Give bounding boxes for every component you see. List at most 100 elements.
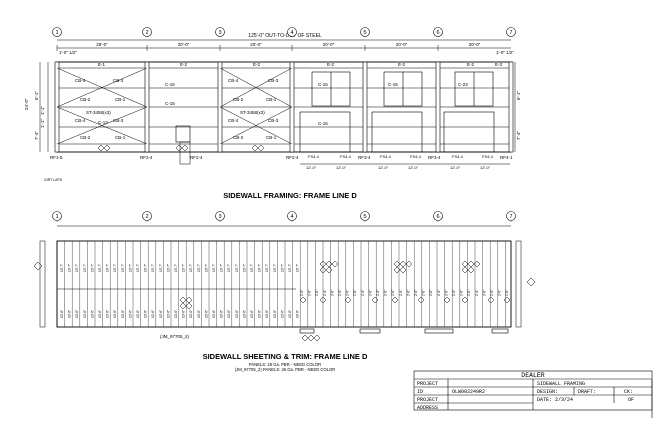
girt-label: C-15	[318, 82, 328, 87]
column-label: RF4-1	[500, 155, 513, 160]
door-frame-label: FS4-4	[308, 154, 320, 159]
panel-length: 13'-7"	[197, 264, 201, 272]
panel-length: 2'-6"	[308, 290, 312, 296]
sheeting-callout: (JM_97705_2)	[160, 334, 190, 339]
grid-label: 2	[145, 214, 148, 220]
panel-length: 10'-6"	[288, 310, 292, 318]
panel-length: 10'-6"	[128, 310, 132, 318]
panel-length: 13'-7"	[182, 264, 186, 272]
panel-length: 10'-6"	[220, 310, 224, 318]
address-label: ADDRESS	[417, 405, 438, 411]
grid-label: 2	[145, 30, 148, 36]
column-label: RF2-4	[140, 155, 153, 160]
panel-length: 10'-6"	[75, 310, 79, 318]
height-dimension: 6'-1"	[516, 91, 521, 100]
grid-label: 5	[363, 214, 366, 220]
panel-length: 2'-6"	[490, 290, 494, 296]
brace-label: CB-4	[75, 118, 86, 123]
sheeting-elevation: 13'-7" 10'-6" 13'-7" 10'-6" 13'-7" 10'-6" 13'-…	[33, 225, 536, 372]
grid-label: 6	[436, 214, 439, 220]
trim-marker	[331, 260, 339, 268]
opening-dim: 12'-0"	[408, 165, 419, 170]
panel-length: 10'-6"	[258, 310, 262, 318]
trim-marker	[461, 296, 469, 304]
panel-length: 10'-6"	[204, 310, 208, 318]
trim-marker	[371, 296, 379, 304]
girt-label: E-2	[253, 62, 261, 67]
column-label: RF2-4	[286, 155, 299, 160]
brace-label: CB-2	[80, 97, 91, 102]
trim-marker	[344, 296, 352, 304]
panel-length: 13'-7"	[159, 264, 163, 272]
id-label: ID	[417, 389, 423, 395]
dealer-label: DEALER	[521, 372, 545, 379]
girt-label: C-15	[318, 121, 328, 126]
sheeting-title: SIDEWALL SHEETING & TRIM: FRAME LINE D	[203, 352, 368, 361]
left-dimension: 1'-1"	[40, 119, 45, 128]
grid-bubble	[433, 27, 443, 37]
trim-marker	[405, 260, 413, 268]
panel-length: 13'-7"	[220, 264, 224, 272]
bay-dimension: 25'-0"	[96, 42, 108, 47]
strut-label: ST-3458(x3)	[86, 110, 111, 115]
grid-label: 3	[218, 214, 221, 220]
trim-marker	[473, 260, 481, 268]
door-frame-label: FS4-4	[410, 154, 422, 159]
trim-marker	[325, 266, 333, 274]
panel-length: 10'-6"	[265, 310, 269, 318]
grid-bubble	[506, 27, 516, 37]
grid-bubble	[287, 27, 297, 37]
panel-length: 13'-7"	[121, 264, 125, 272]
grid-bubble	[52, 27, 62, 37]
panel-length: 13'-7"	[212, 264, 216, 272]
girt-label: E-2	[180, 62, 188, 67]
panel-length: 10'-6"	[242, 310, 246, 318]
bay-dimension: 20'-0"	[178, 42, 190, 47]
ck-label: CK:	[624, 389, 633, 395]
brace-label: CB-2	[233, 135, 244, 140]
opening-dim: 12'-0"	[336, 165, 347, 170]
panel-length: 2'-6"	[444, 290, 448, 296]
panel-length: 13'-7"	[189, 264, 193, 272]
panel-length: 10'-6"	[144, 310, 148, 318]
girt-label: C-13	[98, 120, 108, 125]
panel-length: 10'-6"	[159, 310, 163, 318]
panel-length: 13'-7"	[151, 264, 155, 272]
sheeting-note-2: (JM_97705_2) PANELS: 26 Ga. PBR - NEED C…	[235, 367, 335, 372]
panel-length: 10'-6"	[166, 310, 170, 318]
end-offset-left: 1'-0" 1/2"	[59, 50, 77, 55]
panel-length: 13'-7"	[258, 264, 262, 272]
panel-length: 2'-6"	[460, 290, 464, 296]
column-label: RF1-5	[50, 155, 63, 160]
panel-length: 2'-6"	[498, 290, 502, 296]
strut-label: ST-3458(x3)	[240, 110, 265, 115]
panel-length: 2'-6"	[429, 290, 433, 296]
bay-dimension: 20'-0"	[250, 42, 262, 47]
panel-length: 10'-6"	[151, 310, 155, 318]
grid-bubble	[433, 211, 443, 221]
project-label: PROJECT	[417, 381, 438, 387]
brace-label: CB-2	[80, 135, 91, 140]
grid-bubble	[52, 211, 62, 221]
grid-bubble	[506, 211, 516, 221]
panel-length: 2'-6"	[330, 290, 334, 296]
panel-length: 2'-6"	[346, 290, 350, 296]
panel-length: 10'-6"	[227, 310, 231, 318]
panel-length: 10'-6"	[280, 310, 284, 318]
bay-dimension: 20'-0"	[396, 42, 408, 47]
panel-length: 2'-6"	[391, 290, 395, 296]
grid-bubble	[215, 211, 225, 221]
panel-length: 2'-6"	[414, 290, 418, 296]
panel-length: 13'-7"	[265, 264, 269, 272]
opening-dim: 12'-0"	[306, 165, 317, 170]
panel-length: 10'-6"	[235, 310, 239, 318]
door-frame-label: FS4-4	[340, 154, 352, 159]
opening-dim: 12'-0"	[480, 165, 491, 170]
door-frame-label: FS4-4	[452, 154, 464, 159]
panel-length: 2'-6"	[368, 290, 372, 296]
grid-bubble	[287, 211, 297, 221]
panel-length: 13'-7"	[136, 264, 140, 272]
girt-label: C-15	[165, 101, 175, 106]
girt-label: C-15	[165, 82, 175, 87]
panel-length: 13'-7"	[242, 264, 246, 272]
